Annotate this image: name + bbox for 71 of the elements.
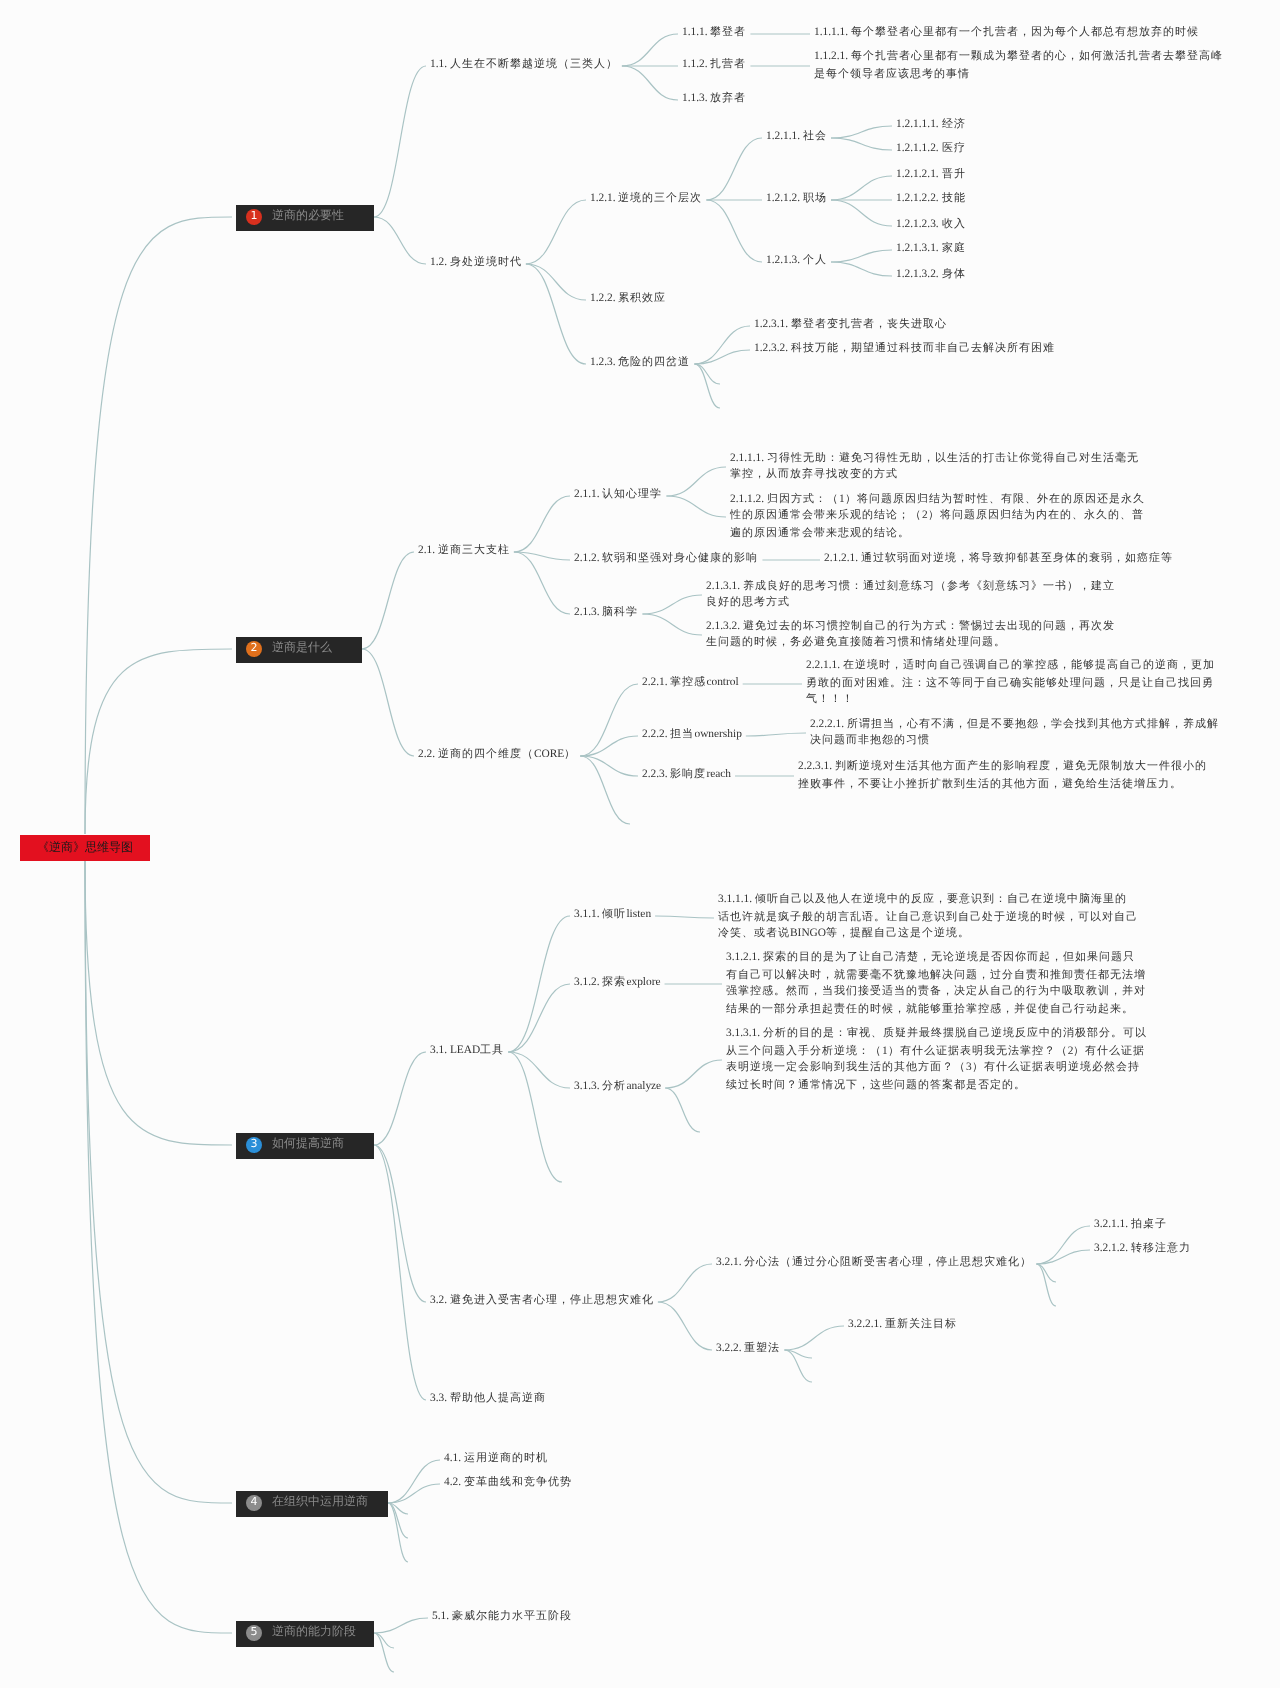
branch-line xyxy=(749,65,811,67)
branch-line xyxy=(621,65,679,101)
branch-line xyxy=(373,65,427,218)
branch-line xyxy=(387,1502,409,1539)
branch-line xyxy=(579,755,631,825)
branch-line xyxy=(84,859,233,1634)
branch-line xyxy=(579,755,639,777)
branch-line xyxy=(657,1263,713,1303)
branch-line xyxy=(830,249,893,263)
branch-line xyxy=(373,216,427,265)
branch-line xyxy=(373,1632,395,1649)
branch-line xyxy=(507,1051,563,1183)
branch-line xyxy=(373,1632,395,1673)
branch-line xyxy=(513,495,571,553)
branch-line xyxy=(734,775,795,777)
branch-box xyxy=(236,1490,388,1516)
branch-box xyxy=(236,204,374,230)
branch-line xyxy=(663,983,723,985)
branch-line xyxy=(513,551,571,561)
branch-box xyxy=(236,636,362,662)
branch-line xyxy=(665,495,727,518)
branch-line xyxy=(654,915,715,919)
branch-line xyxy=(783,1349,813,1383)
branch-line xyxy=(1035,1249,1091,1265)
branch-line xyxy=(705,199,763,201)
branch-line xyxy=(783,1349,813,1359)
branch-line xyxy=(84,648,233,835)
branch-line xyxy=(693,363,721,409)
branch-line xyxy=(665,466,727,497)
branch-line xyxy=(387,1502,409,1563)
branch-line xyxy=(693,349,751,365)
branch-line xyxy=(507,915,571,1053)
branch-line xyxy=(830,137,893,151)
branch-line xyxy=(525,263,587,301)
branch-line xyxy=(579,683,639,757)
branch-line xyxy=(830,199,893,227)
branch-line xyxy=(745,732,807,737)
branch-line xyxy=(664,1059,723,1089)
branch-line xyxy=(525,263,587,365)
branch-line xyxy=(749,33,811,35)
branch-line xyxy=(373,1617,429,1634)
branch-line xyxy=(705,137,763,201)
branch-line xyxy=(830,125,893,139)
branch-line xyxy=(705,199,763,263)
branch-line xyxy=(641,613,703,636)
branch-line xyxy=(361,648,415,757)
branch-line xyxy=(641,594,703,615)
branch-line xyxy=(657,1301,713,1351)
branch-line xyxy=(373,1144,427,1401)
branch-line xyxy=(1035,1263,1057,1283)
branch-line xyxy=(387,1483,441,1504)
branch-line xyxy=(361,551,415,650)
branch-box xyxy=(236,1132,374,1158)
branch-line xyxy=(507,983,571,1053)
branch-line xyxy=(1035,1263,1057,1307)
branch-line xyxy=(373,1051,427,1146)
branch-line xyxy=(783,1325,845,1351)
branch-line xyxy=(507,1051,571,1089)
branch-line xyxy=(513,551,571,615)
branch-line xyxy=(525,199,587,265)
branch-box xyxy=(236,1620,374,1646)
branch-line xyxy=(664,1087,701,1133)
branch-line xyxy=(742,683,803,685)
branch-line xyxy=(830,199,893,201)
branch-line xyxy=(830,261,893,277)
branch-line xyxy=(621,65,679,67)
branch-line xyxy=(579,735,639,757)
branch-line xyxy=(387,1459,441,1504)
branch-line xyxy=(373,1144,427,1303)
branch-line xyxy=(387,1502,409,1515)
branch-line xyxy=(761,559,821,561)
